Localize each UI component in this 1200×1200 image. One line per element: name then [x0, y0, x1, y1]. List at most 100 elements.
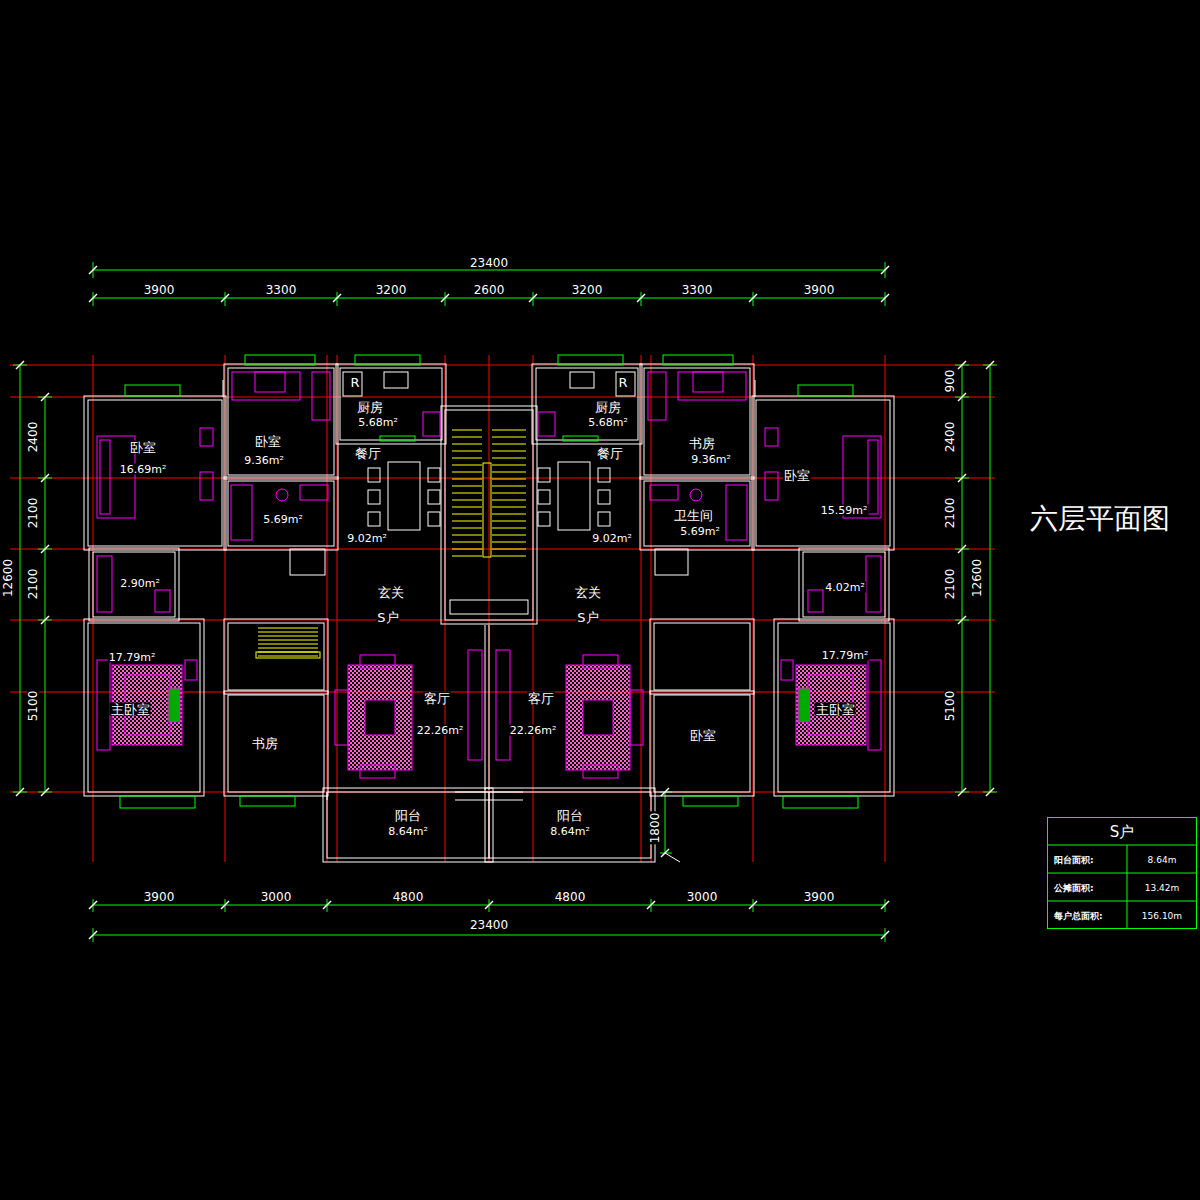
bed-pillow [868, 440, 878, 514]
axis-line [489, 355, 490, 862]
dimension-tick [41, 616, 49, 624]
dimension-text: 3900 [803, 284, 836, 296]
dimension-line [93, 298, 885, 299]
room-label: R [349, 376, 360, 389]
dimension-tick [881, 931, 889, 939]
dimension-text: 3200 [375, 284, 408, 296]
room-label: 主卧室 [110, 703, 151, 716]
dimension-text: 23400 [469, 919, 509, 931]
room-wall [228, 368, 334, 475]
stair-wall [445, 410, 533, 620]
dimension-tick [749, 294, 757, 302]
stair-tread [452, 507, 482, 508]
room-wall [228, 481, 334, 546]
dimension-tick [485, 901, 493, 909]
room-wall [756, 400, 890, 546]
dimension-tick [16, 788, 24, 796]
door-opening [380, 436, 415, 441]
chair [255, 372, 285, 392]
stair-tread [452, 430, 482, 431]
room-wall [224, 477, 338, 550]
chair [538, 490, 550, 504]
window [683, 796, 738, 806]
window [783, 796, 858, 808]
room-label: 17.79m² [108, 652, 157, 663]
chair [428, 468, 440, 482]
window [120, 796, 195, 808]
dimension-lines [13, 262, 997, 942]
room-wall [323, 788, 493, 862]
wardrobe [200, 472, 213, 500]
walls [84, 364, 894, 862]
dimension-text: 2600 [473, 284, 506, 296]
room-label: 17.79m² [821, 650, 870, 661]
stair-tread [452, 479, 482, 480]
room-wall [532, 364, 642, 444]
dimension-tick [89, 901, 97, 909]
room-label: 玄关 [574, 586, 602, 599]
tv-cabinet [496, 650, 510, 760]
dimension-text: 2100 [27, 497, 39, 530]
dimension-tick [441, 294, 449, 302]
tv-cabinet [468, 650, 482, 760]
washbasin [808, 590, 823, 612]
room-label: 8.64m² [387, 826, 429, 837]
dimension-line [93, 935, 885, 936]
sofa [360, 655, 395, 668]
room-label: 厨房 [594, 401, 622, 414]
table-key: 公摊面积: [1054, 884, 1094, 893]
room-label: 玄关 [377, 586, 405, 599]
room-label: 22.26m² [509, 725, 558, 736]
room-wall [84, 619, 204, 796]
axis-line [10, 365, 995, 366]
room-label: S户 [376, 611, 399, 624]
dimension-tick [41, 393, 49, 401]
stair-tread [452, 535, 482, 536]
axis-line [651, 355, 652, 862]
dimension-text: 2400 [27, 421, 39, 454]
room-wall [644, 368, 750, 475]
chair [428, 490, 440, 504]
window [245, 355, 315, 365]
stair-tread [452, 521, 482, 522]
room-wall [93, 552, 175, 617]
table-rule [1047, 901, 1197, 902]
room-label: 9.36m² [690, 454, 732, 465]
axis-line [327, 355, 328, 862]
axis-line [225, 355, 226, 862]
dimension-tick [221, 901, 229, 909]
window [240, 796, 295, 806]
dimension-line [45, 397, 46, 792]
chair [598, 490, 610, 504]
fridge [616, 372, 635, 396]
chair [538, 512, 550, 526]
bathtub [231, 485, 252, 540]
dimension-text: 4800 [554, 891, 587, 903]
dimension-text: 3300 [681, 284, 714, 296]
carpet [566, 665, 630, 770]
window [558, 355, 623, 365]
stair-tread [452, 486, 482, 487]
room-wall [650, 619, 754, 694]
sofa [360, 765, 395, 778]
dimension-tick [221, 294, 229, 302]
room-label: 8.64m² [549, 826, 591, 837]
room-wall [336, 364, 446, 444]
room-wall [536, 368, 638, 440]
dimension-text: 3900 [803, 891, 836, 903]
dimension-tick [89, 266, 97, 274]
stair-tread [492, 444, 526, 445]
washbasin [650, 485, 678, 500]
table-value: 13.42m [1145, 884, 1180, 893]
room-wall [228, 623, 324, 690]
room-wall [228, 695, 324, 792]
room-wall [224, 619, 328, 694]
dimension-tick [958, 788, 966, 796]
dimension-tick [749, 901, 757, 909]
stair-tread [452, 542, 482, 543]
stair-tread [452, 444, 482, 445]
room-label: 书房 [251, 737, 279, 750]
stair-tread [452, 451, 482, 452]
axis-line [337, 355, 338, 862]
dimension-text: 2100 [944, 568, 956, 601]
